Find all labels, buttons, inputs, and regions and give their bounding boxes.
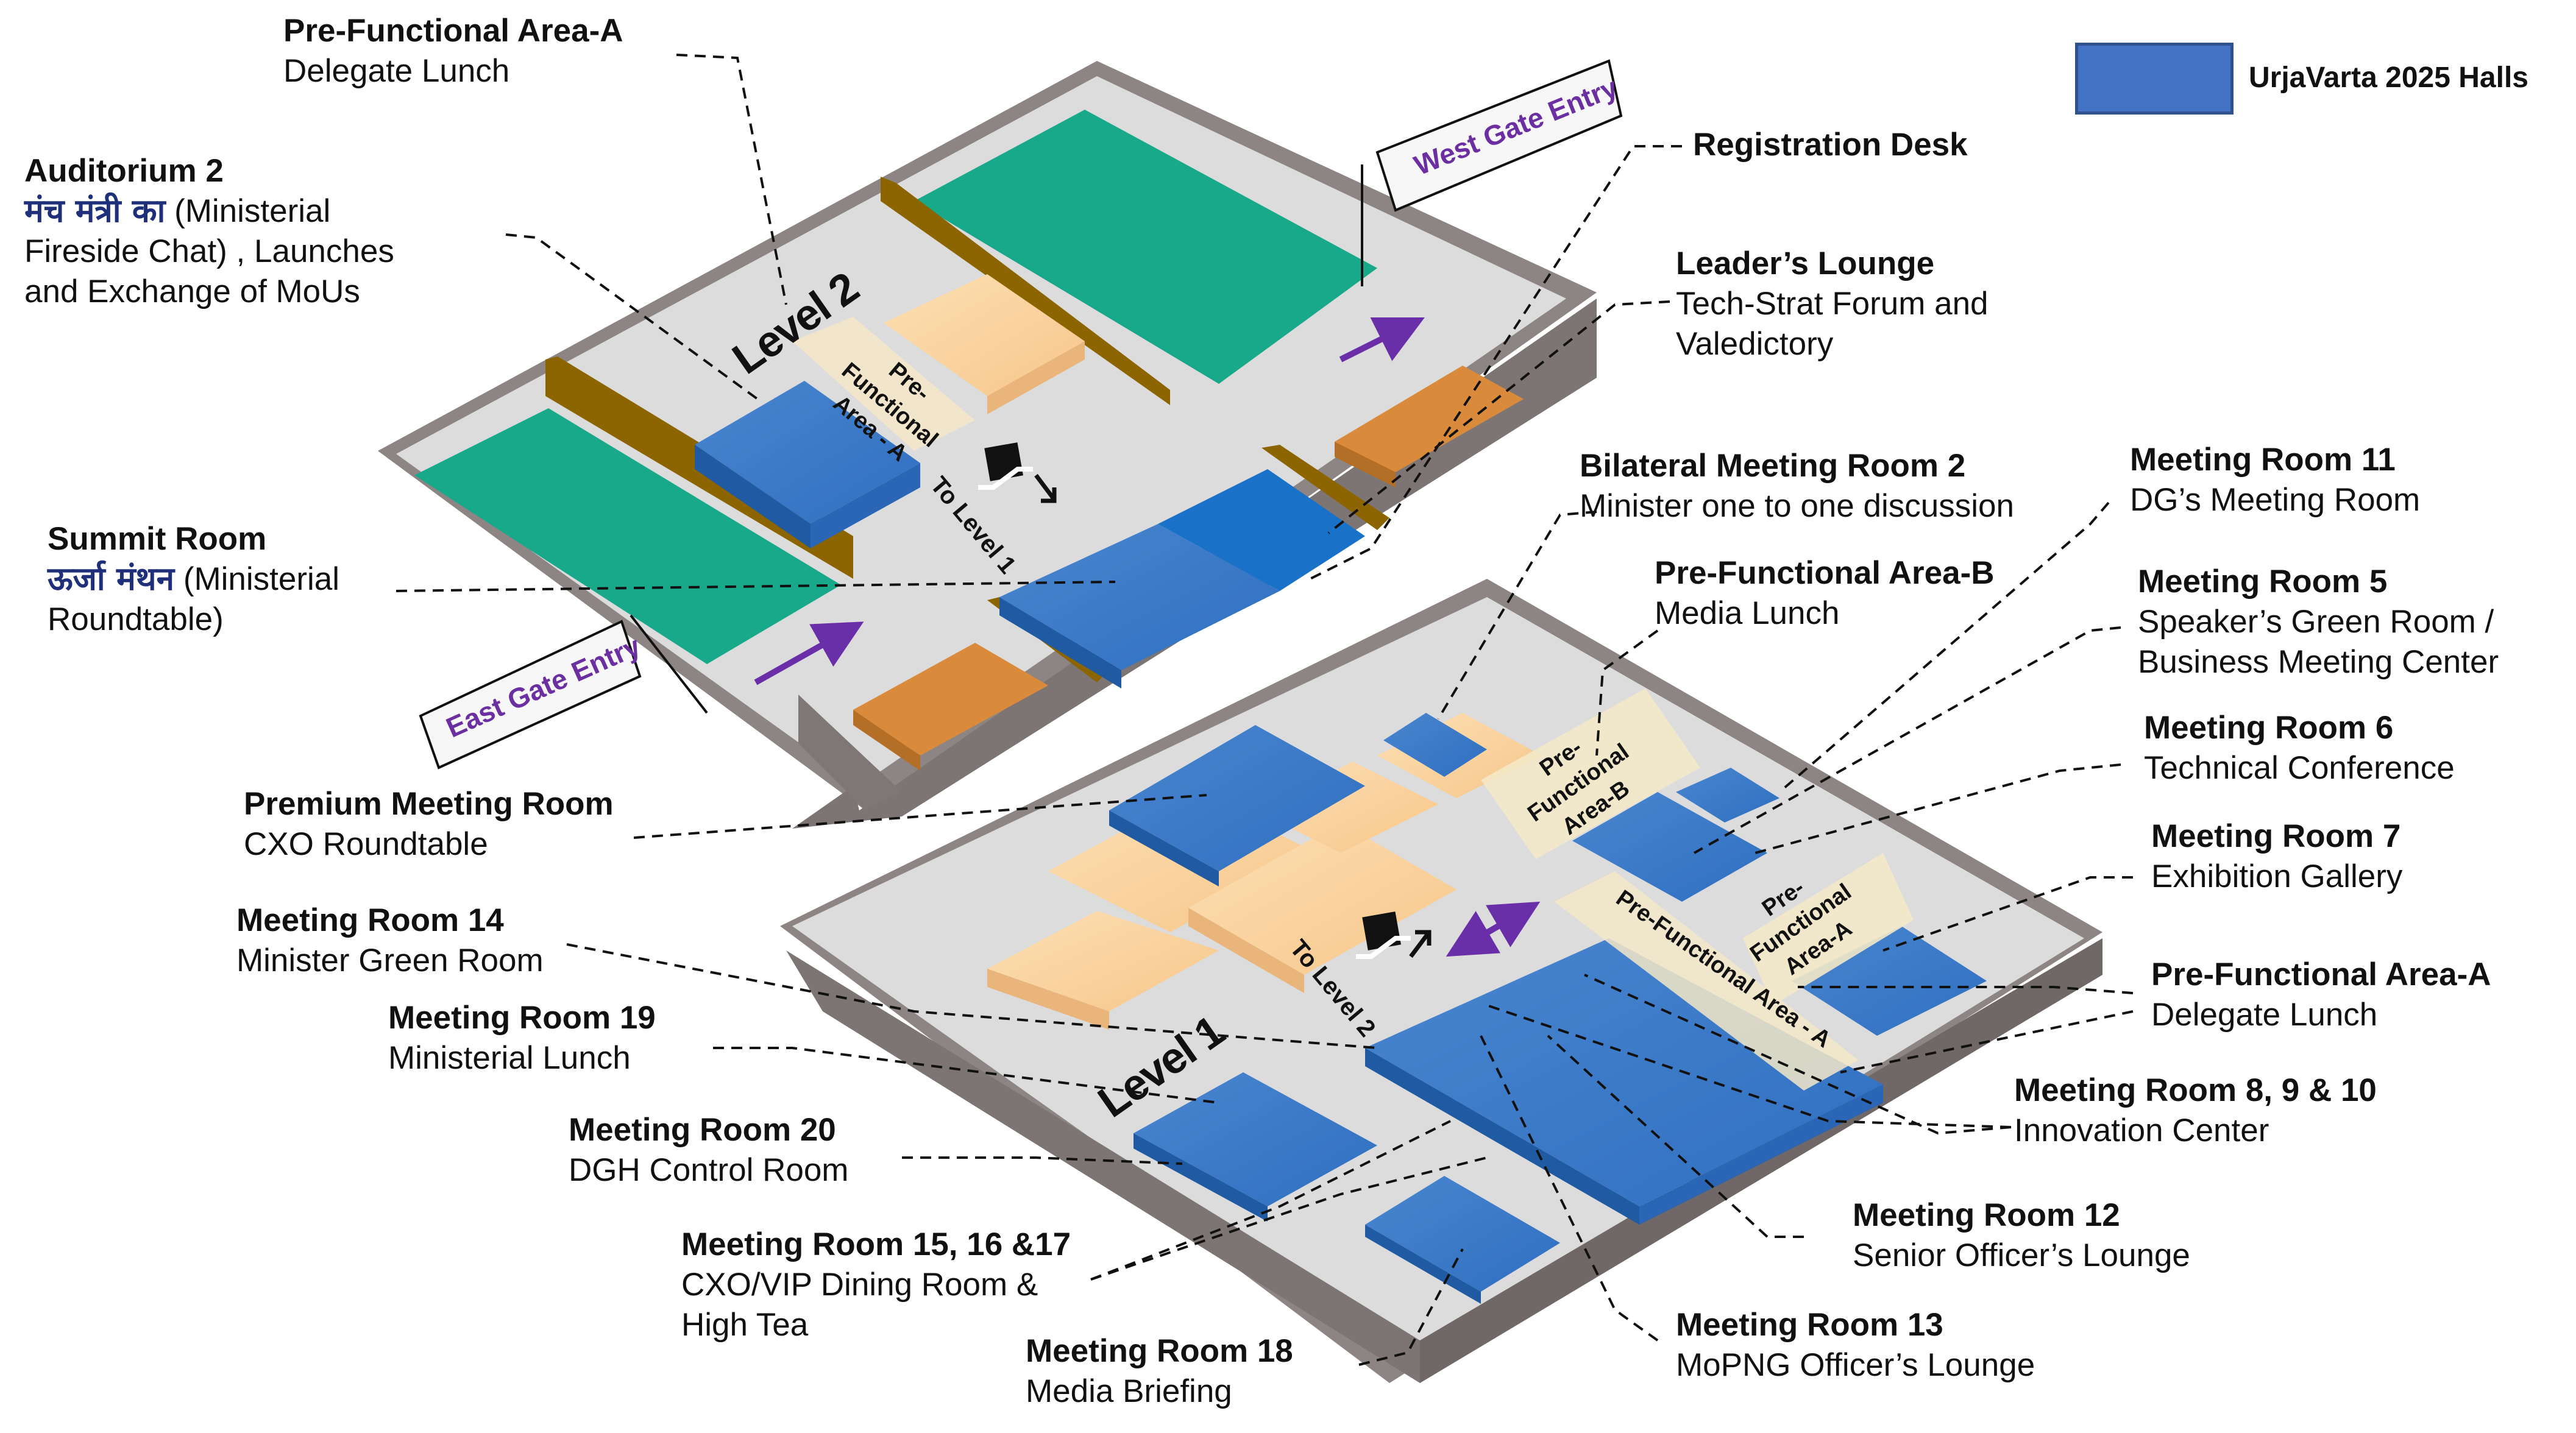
callout-sub: Speaker’s Green Room / (2138, 604, 2494, 640)
callout-title: Pre-Functional Area-B (1655, 555, 1995, 591)
auditorium-2-block (695, 381, 920, 524)
callout-title: Meeting Room 20 (569, 1112, 836, 1148)
callout-title: Meeting Room 15, 16 &17 (681, 1226, 1071, 1262)
callout-auditorium-2: Auditorium 2 मंच मंत्री का (Ministerial … (24, 151, 394, 312)
legend: UrjaVarta 2025 Halls (2075, 43, 2538, 116)
bilateral-room-block (1383, 713, 1487, 777)
callout-sub: DGH Control Room (569, 1152, 849, 1188)
west-gate-sign (1361, 59, 1623, 286)
callout-sub: Technical Conference (2144, 750, 2455, 786)
mr11-block (1676, 768, 1779, 823)
callout-sub: High Tea (681, 1307, 809, 1343)
hindi-name: ऊर्जा मंथन (48, 561, 175, 598)
callout-sub: ऊर्जा मंथन (Ministerial (48, 559, 339, 600)
callout-sub: Exhibition Gallery (2151, 858, 2403, 894)
callout-sub: Valedictory (1676, 326, 1834, 362)
callout-sub: Roundtable) (48, 601, 224, 637)
callout-sub: Ministerial Lunch (388, 1040, 631, 1076)
callout-bilateral-room-2: Bilateral Meeting Room 2 Minister one to… (1580, 446, 2014, 526)
callout-title: Meeting Room 6 (2144, 710, 2394, 746)
callout-sub: Delegate Lunch (283, 53, 510, 89)
callout-pfa-top: Pre-Functional Area-A Delegate Lunch (283, 11, 623, 91)
level1-floor (780, 579, 2102, 1383)
callout-meeting-room-11: Meeting Room 11 DG’s Meeting Room (2130, 440, 2420, 520)
callout-sub: Business Meeting Center (2138, 644, 2499, 680)
callout-title: Leader’s Lounge (1676, 246, 1935, 281)
callout-meeting-room-14: Meeting Room 14 Minister Green Room (236, 900, 544, 981)
callout-summit-room: Summit Room ऊर्जा मंथन (Ministerial Roun… (48, 519, 339, 640)
callout-sub: Minister one to one discussion (1580, 488, 2014, 524)
callout-pfa-right: Pre-Functional Area-A Delegate Lunch (2151, 955, 2491, 1035)
callout-sub: and Exchange of MoUs (24, 274, 360, 310)
mr8-9-10-block (1365, 938, 1883, 1206)
escalator-icon-l2 (978, 442, 1057, 503)
callout-meeting-room-7: Meeting Room 7 Exhibition Gallery (2151, 816, 2402, 897)
callout-sub: मंच मंत्री का (Ministerial (24, 191, 394, 232)
callout-title: Meeting Room 7 (2151, 818, 2401, 854)
callout-meeting-room-15-16-17: Meeting Room 15, 16 &17 CXO/VIP Dining R… (681, 1225, 1071, 1345)
mr18-block (1365, 1176, 1560, 1292)
callout-title: Premium Meeting Room (244, 786, 614, 822)
callout-meeting-room-5: Meeting Room 5 Speaker’s Green Room / Bu… (2138, 562, 2499, 682)
callout-title: Meeting Room 14 (236, 902, 504, 938)
legend-swatch (2075, 43, 2234, 115)
callout-leaders-lounge: Leader’s Lounge Tech-Strat Forum and Val… (1676, 244, 1989, 364)
callout-sub: MoPNG Officer’s Lounge (1676, 1347, 2035, 1383)
summit-hall (414, 408, 841, 664)
callout-title: Meeting Room 18 (1026, 1333, 1293, 1369)
callout-title: Registration Desk (1693, 127, 1968, 163)
callout-title: Meeting Room 11 (2130, 442, 2396, 478)
callout-sub: Tech-Strat Forum and (1676, 286, 1989, 322)
callout-pfa-b: Pre-Functional Area-B Media Lunch (1655, 553, 1995, 634)
callout-title: Auditorium 2 (24, 153, 224, 189)
callout-premium-meeting-room: Premium Meeting Room CXO Roundtable (244, 784, 614, 865)
callout-meeting-room-8-9-10: Meeting Room 8, 9 & 10 Innovation Center (2014, 1070, 2377, 1151)
callout-title: Pre-Functional Area-A (2151, 957, 2491, 992)
mr5-block (1572, 792, 1767, 902)
callout-title: Summit Room (48, 521, 267, 557)
callout-title: Meeting Room 19 (388, 1000, 656, 1036)
level2-floor (378, 61, 1597, 829)
mr7-block (1792, 926, 1987, 1036)
callout-title: Bilateral Meeting Room 2 (1580, 448, 1966, 484)
callout-registration-desk: Registration Desk (1693, 125, 1968, 165)
callout-sub: CXO Roundtable (244, 826, 488, 862)
callout-meeting-room-19: Meeting Room 19 Ministerial Lunch (388, 998, 656, 1078)
auditorium-hall-top (914, 110, 1377, 384)
callout-meeting-room-12: Meeting Room 12 Senior Officer’s Lounge (1853, 1195, 2190, 1276)
mr19-block (1134, 1072, 1377, 1206)
callout-meeting-room-18: Meeting Room 18 Media Briefing (1026, 1331, 1293, 1412)
escalator-icon-l1 (1356, 911, 1432, 959)
east-gate-sign (419, 614, 708, 770)
leader-lines (396, 54, 2134, 1366)
hindi-name: मंच मंत्री का (24, 193, 166, 230)
premium-meeting-room-block (1109, 725, 1365, 871)
callout-sub: Media Lunch (1655, 595, 1840, 631)
callout-sub: Minister Green Room (236, 943, 544, 978)
callout-title: Pre-Functional Area-A (283, 13, 623, 49)
callout-sub: CXO/VIP Dining Room & (681, 1267, 1038, 1303)
callout-meeting-room-20: Meeting Room 20 DGH Control Room (569, 1110, 848, 1191)
callout-title: Meeting Room 8, 9 & 10 (2014, 1072, 2377, 1108)
callout-meeting-room-6: Meeting Room 6 Technical Conference (2144, 708, 2455, 788)
callout-sub: Fireside Chat) , Launches (24, 233, 394, 269)
callout-title: Meeting Room 13 (1676, 1307, 1943, 1343)
callout-sub: Senior Officer’s Lounge (1853, 1237, 2190, 1273)
callout-title: Meeting Room 5 (2138, 564, 2388, 600)
callout-sub: DG’s Meeting Room (2130, 482, 2421, 518)
summit-room-block (999, 524, 1280, 670)
callout-sub: Media Briefing (1026, 1373, 1232, 1409)
legend-label: UrjaVarta 2025 Halls (2249, 62, 2528, 94)
callout-sub: Innovation Center (2014, 1113, 2269, 1148)
callout-title: Meeting Room 12 (1853, 1197, 2120, 1233)
callout-meeting-room-13: Meeting Room 13 MoPNG Officer’s Lounge (1676, 1305, 2035, 1385)
callout-sub-part: (Ministerial (183, 561, 340, 597)
callout-sub: Delegate Lunch (2151, 997, 2378, 1033)
premium-peach-blocks (987, 713, 1542, 1030)
callout-sub-part: (Ministerial (174, 193, 331, 229)
